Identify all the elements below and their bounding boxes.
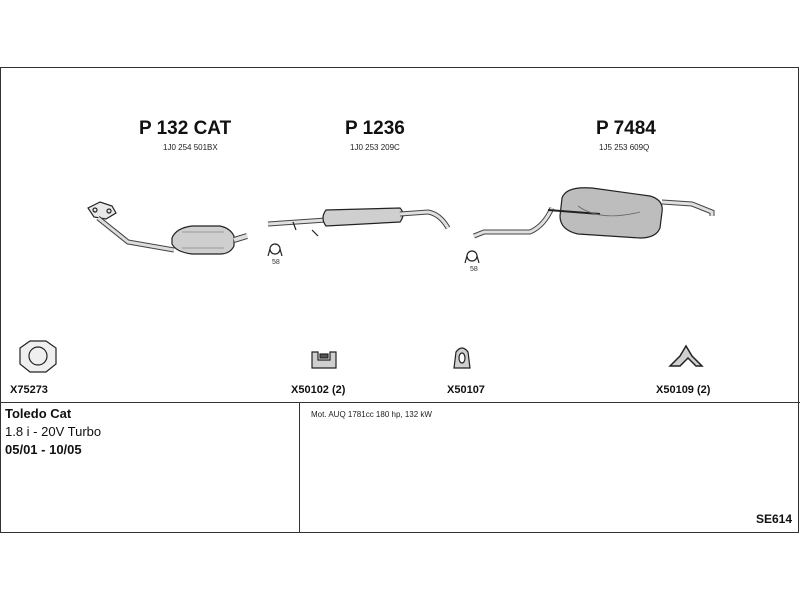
middle-silencer	[267, 207, 451, 237]
vehicle-model: Toledo Cat	[5, 406, 72, 421]
divider-vertical	[299, 402, 300, 533]
diagram-frame	[0, 67, 799, 533]
part-number-catalytic-converter: P 132 CAT	[139, 118, 232, 139]
rear-silencer	[473, 187, 715, 239]
catalytic-converter	[87, 201, 248, 255]
clamp-label: 58	[272, 259, 280, 266]
clamp-icon	[464, 250, 480, 264]
accessory-label-ring: X50107	[447, 384, 485, 396]
oe-code-rear-silencer: 1J5 253 609Q	[599, 143, 650, 152]
diagram-code: SE614	[755, 512, 792, 526]
vehicle-engine: 1.8 i - 20V Turbo	[5, 424, 102, 439]
vehicle-dates: 05/01 - 10/05	[5, 442, 82, 457]
clamp-label: 58	[470, 266, 478, 273]
vehicle-info: Toledo Cat 1.8 i - 20V Turbo 05/01 - 10/…	[5, 405, 101, 459]
oe-code-catalytic-converter: 1J0 254 501BX	[163, 143, 218, 152]
engine-details: Mot. AUQ 1781cc 180 hp, 132 kW	[311, 410, 432, 419]
rubber-ring-icon	[453, 347, 471, 369]
accessory-label-gasket: X75273	[10, 384, 48, 396]
rubber-mount-icon	[311, 351, 337, 369]
clamp-icon	[267, 243, 283, 257]
gasket-icon	[19, 340, 57, 373]
accessory-label-hanger: X50109 (2)	[656, 384, 711, 396]
accessory-label-mount: X50102 (2)	[291, 384, 346, 396]
part-number-rear-silencer: P 7484	[596, 118, 656, 139]
divider-horizontal	[0, 402, 800, 403]
part-number-middle-silencer: P 1236	[345, 118, 405, 139]
oe-code-middle-silencer: 1J0 253 209C	[350, 143, 400, 152]
hanger-icon	[668, 344, 704, 367]
